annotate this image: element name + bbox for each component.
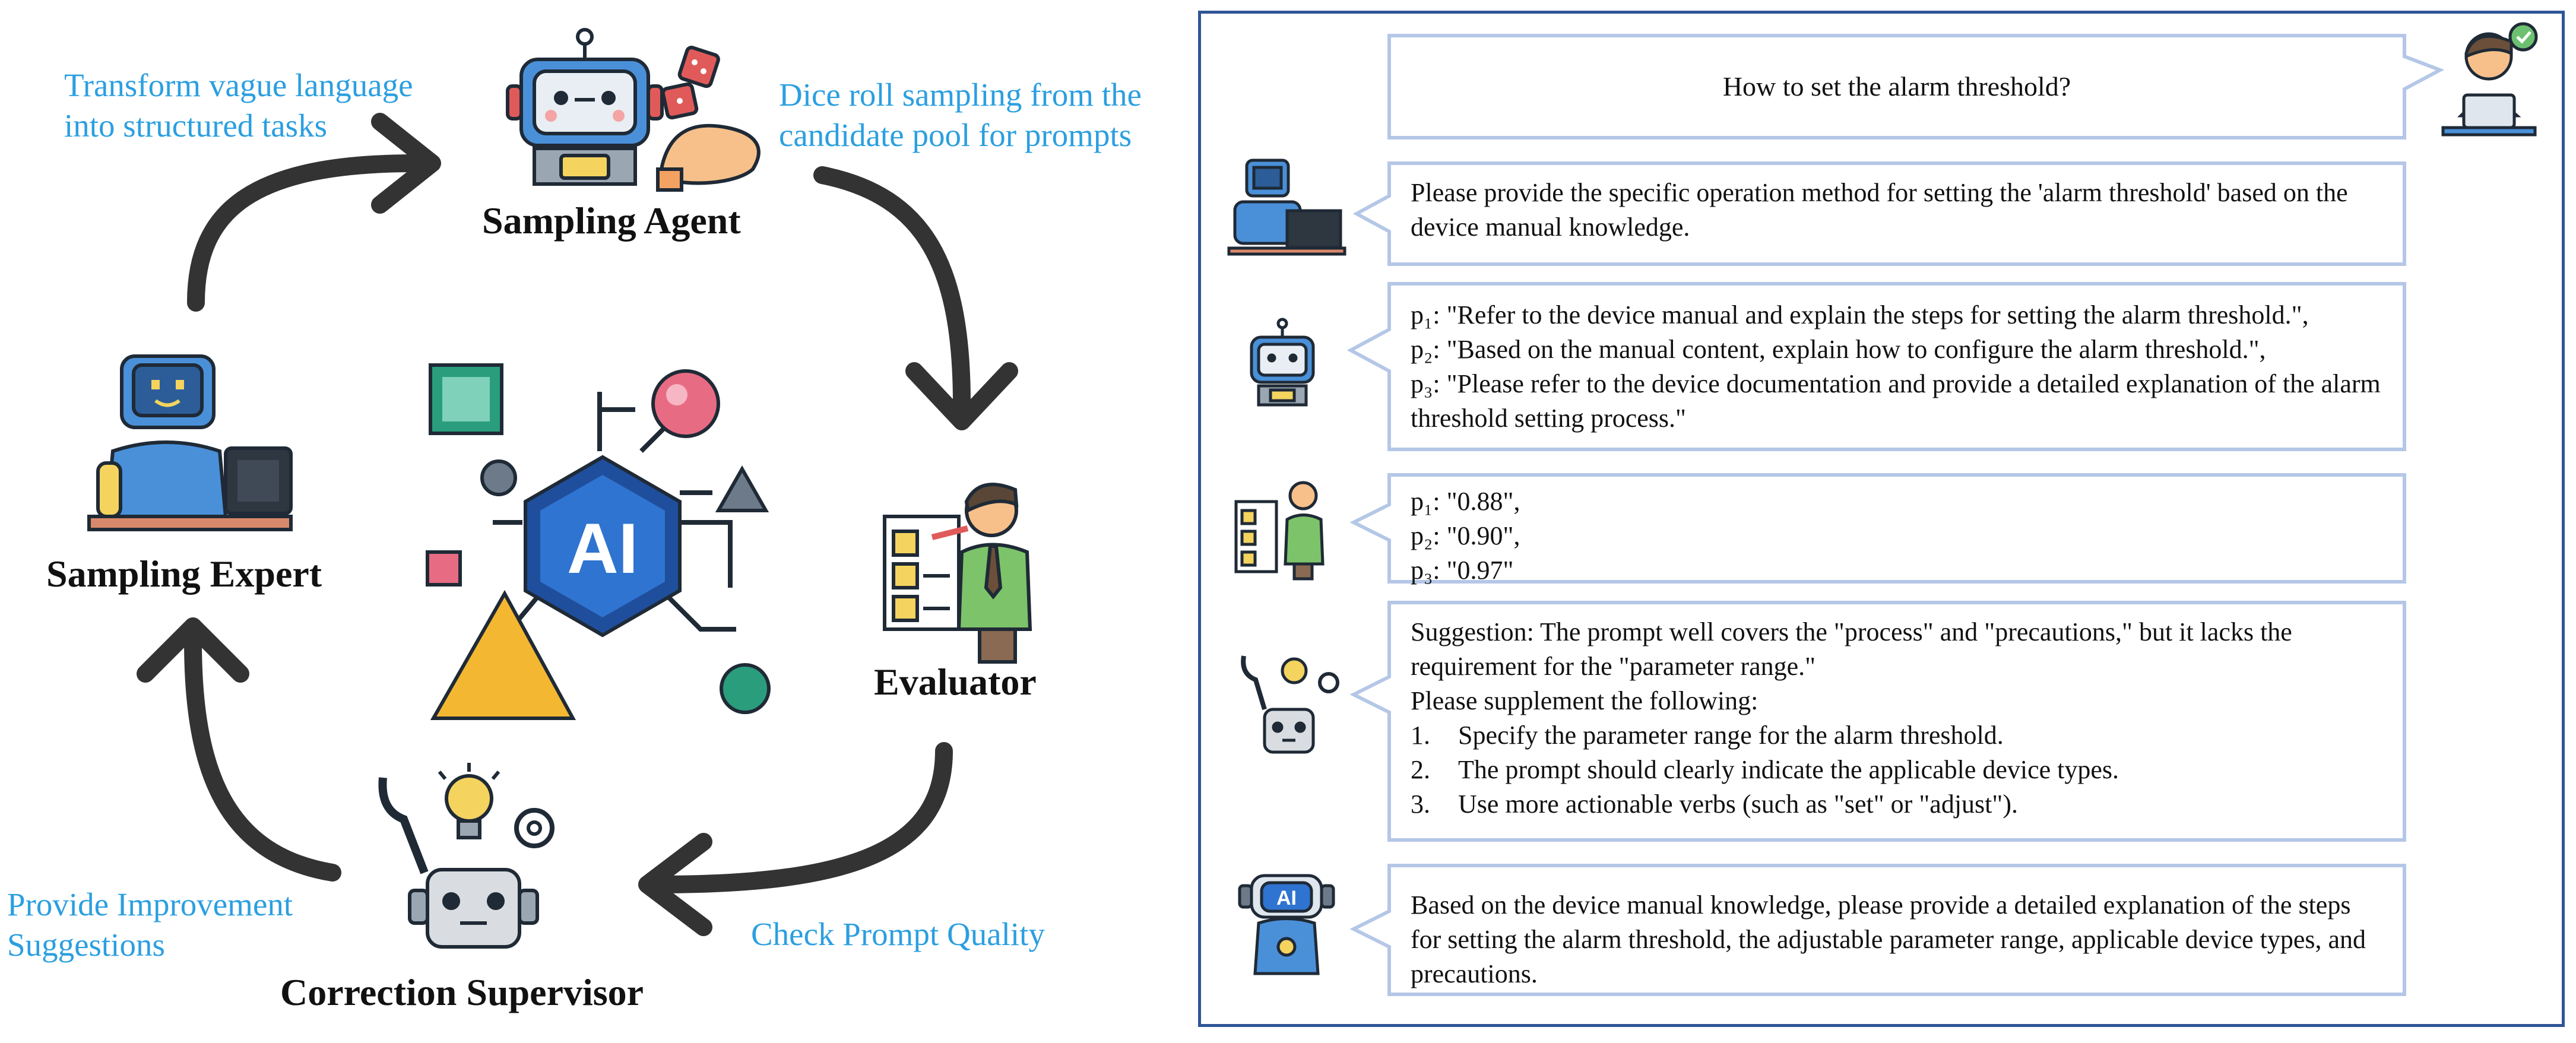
expert-reply-text: Please provide the specific operation me… bbox=[1411, 178, 2348, 242]
evaluator-small-icon bbox=[1234, 481, 1325, 581]
arrow-expert-to-agent bbox=[187, 113, 441, 312]
scores-bubble-frame bbox=[1349, 473, 2406, 584]
arrow-evaluator-to-supervisor bbox=[638, 742, 953, 936]
caption-transform: Transform vague language into structured… bbox=[64, 67, 413, 144]
list-number: 2. bbox=[1411, 755, 1430, 784]
ai-center-graphic: AI bbox=[426, 363, 771, 720]
ai-robot-small-icon: AI bbox=[1238, 874, 1335, 975]
caption-check: Check Prompt Quality bbox=[751, 916, 1045, 952]
ai-badge-label: AI bbox=[1276, 887, 1297, 909]
list-text: Specify the parameter range for the alar… bbox=[1458, 721, 2004, 750]
candidate-p3: p₃: "Please refer to the device document… bbox=[1411, 369, 2381, 433]
candidate-p2: p₂: "Based on the manual content, explai… bbox=[1411, 335, 2266, 364]
final-bubble: Based on the device manual knowledge, pl… bbox=[1389, 879, 2404, 1001]
role-correction-supervisor: Correction Supervisor bbox=[280, 971, 644, 1013]
score-p1: p₁: "0.88", bbox=[1411, 487, 1520, 516]
role-sampling-agent: Sampling Agent bbox=[482, 199, 741, 242]
arrow-supervisor-to-expert bbox=[137, 617, 341, 882]
list-item: 3. Use more actionable verbs (such as "se… bbox=[1411, 787, 2383, 822]
question-text: How to set the alarm threshold? bbox=[1722, 71, 2071, 102]
role-sampling-expert: Sampling Expert bbox=[46, 553, 322, 595]
score-p3: p₃: "0.97" bbox=[1411, 556, 1514, 585]
list-number: 1. bbox=[1411, 721, 1430, 750]
caption-dice: Dice roll sampling from the candidate po… bbox=[779, 77, 1142, 153]
suggestion-intro: Suggestion: The prompt well covers the "… bbox=[1411, 617, 2292, 681]
cycle-diagram: AI bbox=[87, 28, 1032, 949]
list-text: Use more actionable verbs (such as "set"… bbox=[1458, 790, 2019, 819]
supervisor-small-icon bbox=[1241, 655, 1339, 754]
user-avatar-icon bbox=[2441, 22, 2538, 137]
list-item: 2. The prompt should clearly indicate the… bbox=[1411, 753, 2383, 787]
final-text: Based on the device manual knowledge, pl… bbox=[1411, 890, 2366, 988]
suggestion-bubble: Suggestion: The prompt well covers the "… bbox=[1389, 605, 2404, 831]
candidate-p1: p₁: "Refer to the device manual and expl… bbox=[1411, 300, 2309, 329]
score-p2: p₂: "0.90", bbox=[1411, 521, 1520, 550]
suggestion-bubble-frame bbox=[1349, 601, 2406, 842]
arrow-agent-to-evaluator bbox=[813, 166, 1018, 430]
sampling-agent-robot-icon bbox=[506, 28, 664, 186]
expert-bubble-frame bbox=[1352, 161, 2406, 266]
list-text: The prompt should clearly indicate the a… bbox=[1458, 755, 2119, 784]
scores-bubble: p₁: "0.88", p₂: "0.90", p₃: "0.97" bbox=[1389, 475, 2404, 597]
suggestion-list: 1. Specify the parameter range for the al… bbox=[1411, 718, 2383, 822]
candidates-bubble-frame bbox=[1346, 282, 2406, 451]
caption-improve: Provide Improvement Suggestions bbox=[7, 886, 293, 963]
correction-supervisor-icon bbox=[378, 763, 555, 949]
ai-center-label: AI bbox=[567, 509, 638, 588]
suggestion-lead: Please supplement the following: bbox=[1411, 686, 1758, 715]
final-bubble-frame bbox=[1349, 864, 2406, 996]
question-bubble-frame bbox=[1387, 34, 2445, 140]
role-evaluator: Evaluator bbox=[874, 661, 1037, 703]
list-number: 3. bbox=[1411, 790, 1430, 819]
question-bubble: How to set the alarm threshold? bbox=[1389, 36, 2404, 138]
sampling-expert-robot-icon bbox=[87, 354, 293, 531]
chat-panel bbox=[1198, 11, 2565, 1027]
agent-robot-small-icon bbox=[1250, 318, 1315, 407]
candidates-bubble: p₁: "Refer to the device manual and expl… bbox=[1389, 289, 2404, 445]
expert-reply-bubble: Please provide the specific operation me… bbox=[1389, 166, 2404, 254]
expert-robot-small-icon bbox=[1227, 158, 1346, 256]
list-item: 1. Specify the parameter range for the al… bbox=[1411, 718, 2383, 753]
dice-hand-icon bbox=[656, 46, 761, 192]
evaluator-person-icon bbox=[883, 483, 1032, 664]
